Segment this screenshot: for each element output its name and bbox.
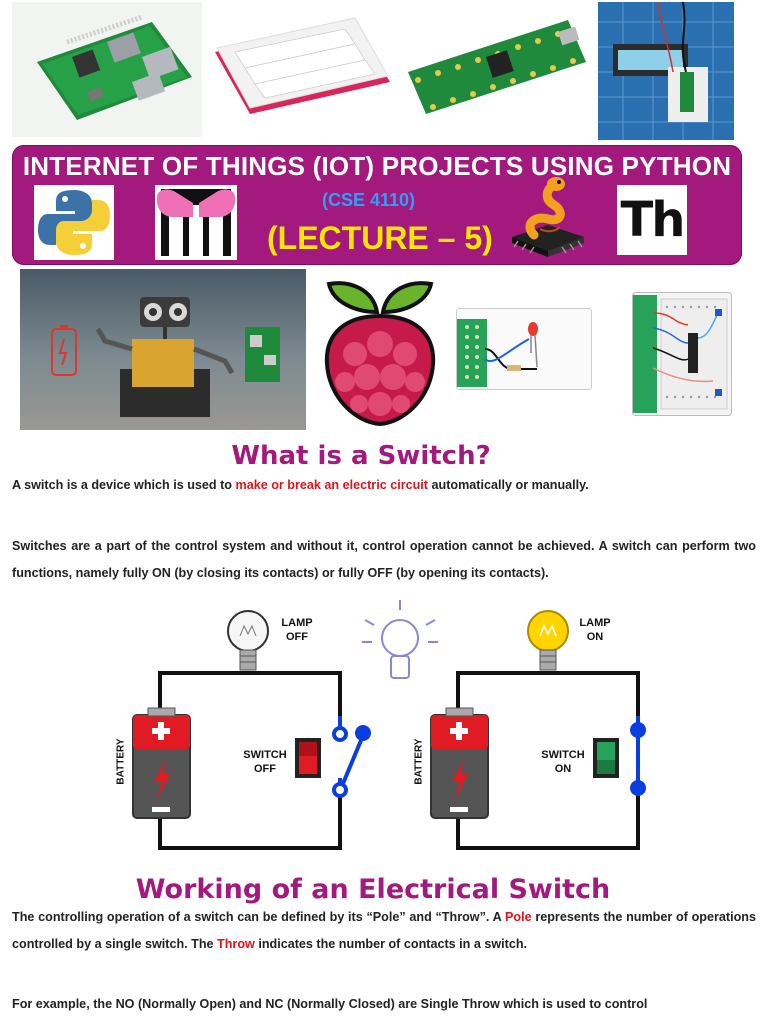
- pole-throw-paragraph: The controlling operation of a switch ca…: [12, 910, 756, 951]
- throw-term: Throw: [217, 937, 255, 951]
- section-heading-what-is-switch: What is a Switch?: [231, 441, 491, 471]
- raspberry-pi-keyboard-photo: [205, 2, 395, 137]
- battery-left-icon: [132, 707, 191, 819]
- raspberry-pi-pico-photo: [398, 2, 594, 137]
- battery-right-label: BATTERY: [413, 738, 425, 785]
- th-logo-text: Th: [620, 192, 686, 248]
- definition-text-end: automatically or manually.: [428, 478, 589, 492]
- th-logo-icon: Th: [617, 185, 687, 255]
- example-paragraph: For example, the NO (Normally Open) and …: [12, 997, 648, 1011]
- raspberry-pi-logo-icon: [315, 272, 445, 430]
- battery-right-icon: [430, 707, 489, 819]
- definition-text-start: A switch is a device which is used to: [12, 478, 236, 492]
- pi-logo-icon: [155, 185, 237, 260]
- course-banner: INTERNET OF THINGS (IOT) PROJECTS USING …: [12, 145, 742, 265]
- switch-definition-paragraph: A switch is a device which is used to ma…: [12, 472, 756, 499]
- switch-functions-paragraph: Switches are a part of the control syste…: [12, 539, 756, 580]
- lecture-number: (LECTURE – 5): [267, 220, 493, 256]
- led-circuit-image: [456, 308, 592, 390]
- python-logo-icon: [34, 185, 114, 260]
- snake-chip-logo-icon: [504, 175, 592, 263]
- lcd-breadboard-photo: [598, 2, 734, 140]
- definition-highlight: make or break an electric circuit: [235, 478, 429, 492]
- battery-left-label: BATTERY: [115, 738, 127, 785]
- breadboard-wiring-image: [632, 292, 732, 416]
- raspberry-pi-board-photo: [12, 2, 202, 137]
- rocker-switch-off-icon: [295, 738, 321, 778]
- course-title: INTERNET OF THINGS (IOT) PROJECTS USING …: [22, 151, 732, 181]
- rocker-switch-on-icon: [593, 738, 619, 778]
- wall-e-robot-photo: [20, 269, 306, 430]
- section-heading-working-of-switch: Working of an Electrical Switch: [135, 874, 611, 905]
- pole-term: Pole: [505, 910, 532, 924]
- course-code: (CSE 4110): [322, 190, 416, 210]
- idea-bulb-icon: [362, 600, 438, 679]
- lamp-off-icon: [227, 610, 269, 671]
- lamp-on-icon: [527, 610, 569, 671]
